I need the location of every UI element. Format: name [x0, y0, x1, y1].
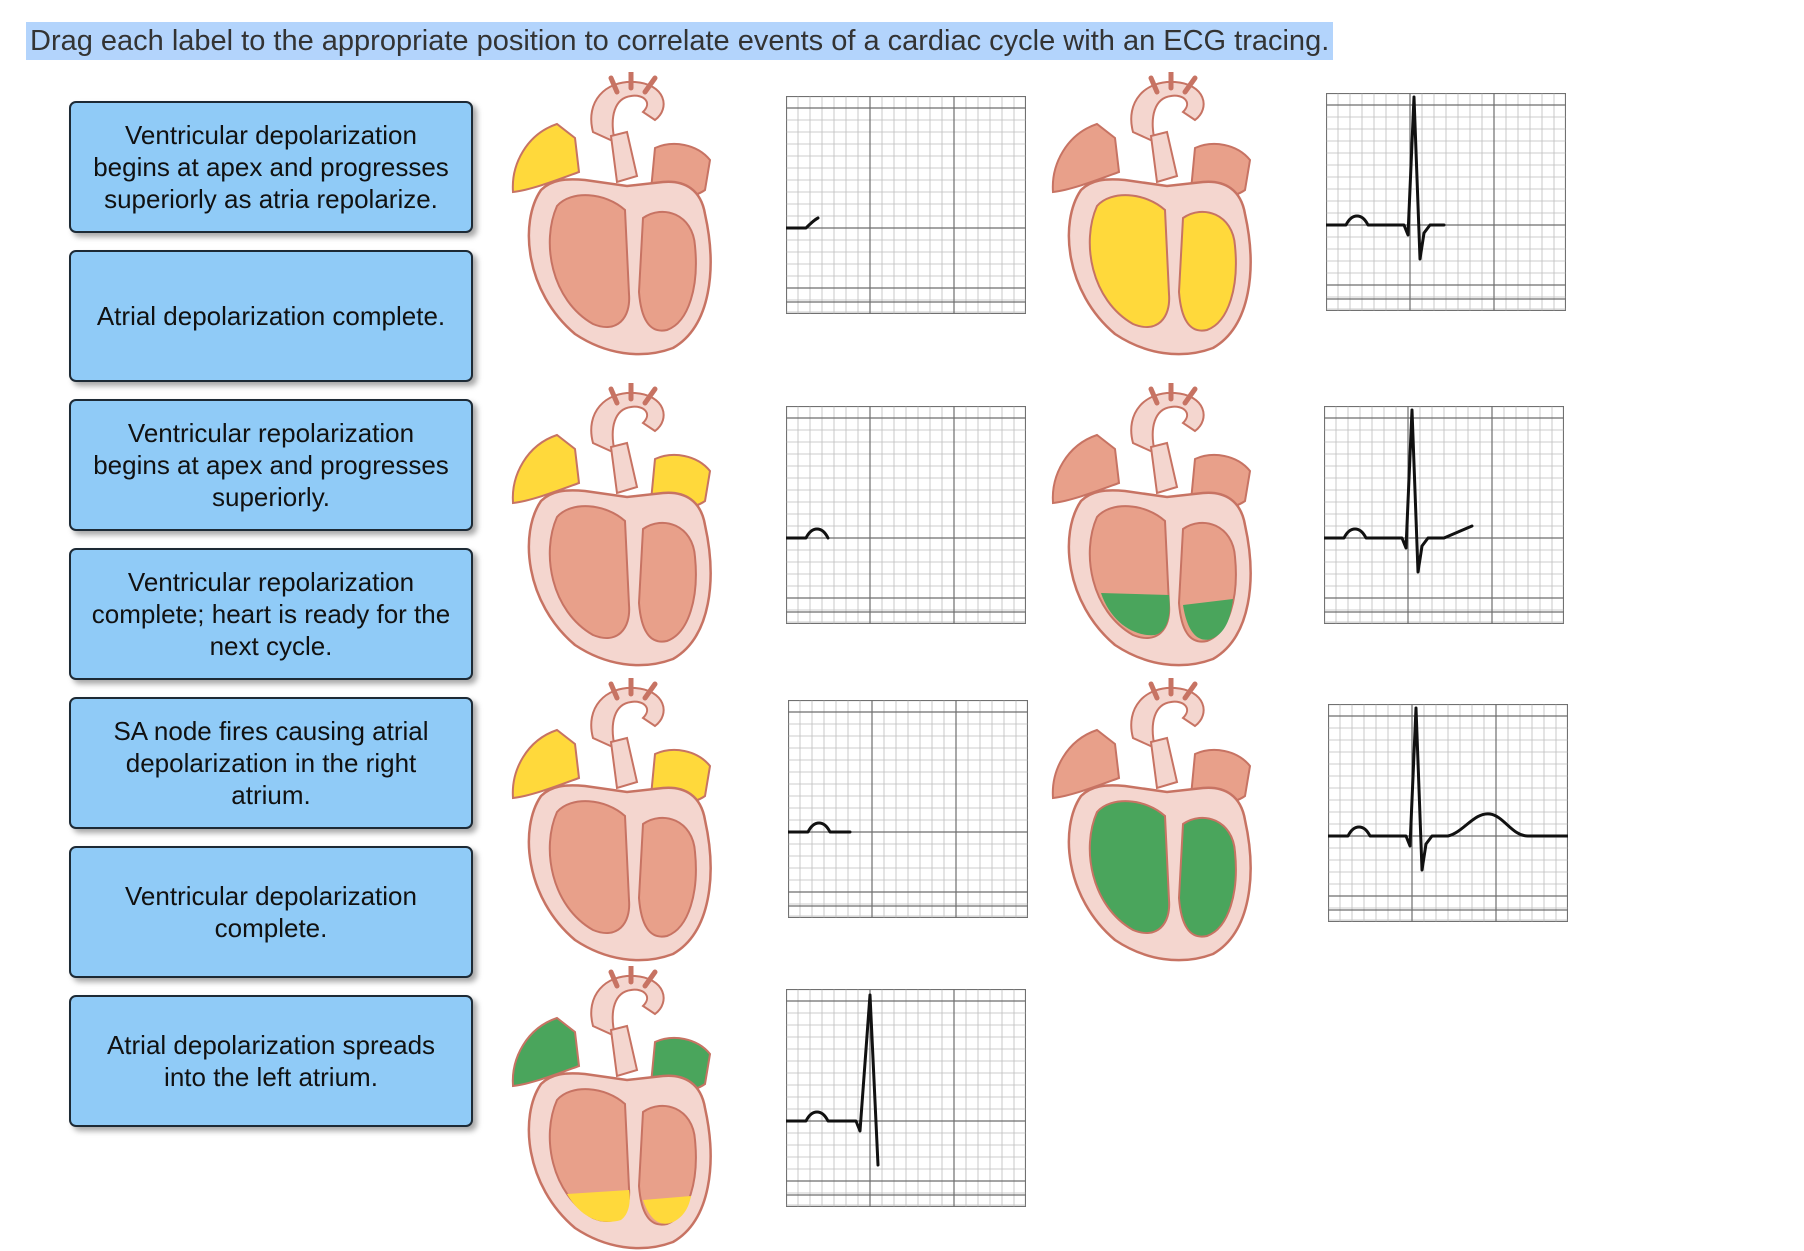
label-ventricular-repolarization-complete[interactable]: Ventricular repolarization complete; hea…: [69, 548, 473, 680]
ecg-tracing-stage-4: [1324, 406, 1564, 624]
label-sa-node-fires[interactable]: SA node fires causing atrial depolarizat…: [69, 697, 473, 829]
right-atrium: [511, 728, 581, 800]
ecg-tracing-stage-2: [1326, 93, 1566, 311]
right-atrium: [511, 433, 581, 505]
heart-diagram-stage-7: [511, 966, 712, 1250]
left-ventricle: [637, 521, 697, 643]
label-atrial-depolarization-complete[interactable]: Atrial depolarization complete.: [69, 250, 473, 382]
label-ventricular-repolarization-begins[interactable]: Ventricular repolarization begins at ape…: [69, 399, 473, 531]
heart-diagram-stage-5: [511, 678, 712, 962]
heart-diagram-stage-1: [511, 72, 712, 356]
right-ventricle: [548, 505, 631, 640]
ecg-tracing-stage-1: [786, 96, 1026, 314]
ecg-tracing-stage-7: [786, 989, 1026, 1207]
ecg-tracing-stage-5: [788, 700, 1028, 918]
right-atrium: [1051, 728, 1121, 800]
left-ventricle: [1177, 816, 1237, 938]
left-ventricle: [637, 816, 697, 938]
left-ventricle: [637, 1104, 697, 1226]
heart-diagram-stage-6: [1051, 678, 1252, 962]
right-atrium: [1051, 122, 1121, 194]
right-ventricle: [548, 800, 631, 935]
right-ventricle: [1088, 194, 1171, 329]
heart-diagram-stage-4: [1051, 383, 1252, 667]
heart-diagram-stage-2: [1051, 72, 1252, 356]
right-atrium: [511, 122, 581, 194]
instruction-text: Drag each label to the appropriate posit…: [26, 22, 1334, 60]
heart-diagram-stage-3: [511, 383, 712, 667]
label-ventricular-depolarization-begins[interactable]: Ventricular depolarization begins at ape…: [69, 101, 473, 233]
ecg-tracing-stage-6: [1328, 704, 1568, 922]
left-ventricle: [1177, 210, 1237, 332]
ecg-tracing-stage-3: [786, 406, 1026, 624]
label-ventricular-depolarization-complete[interactable]: Ventricular depolarization complete.: [69, 846, 473, 978]
right-atrium: [1051, 433, 1121, 505]
right-atrium: [511, 1016, 581, 1088]
left-ventricle: [637, 210, 697, 332]
label-atrial-depolarization-spreads[interactable]: Atrial depolarization spreads into the l…: [69, 995, 473, 1127]
right-ventricle: [548, 194, 631, 329]
right-ventricle: [1088, 800, 1171, 935]
